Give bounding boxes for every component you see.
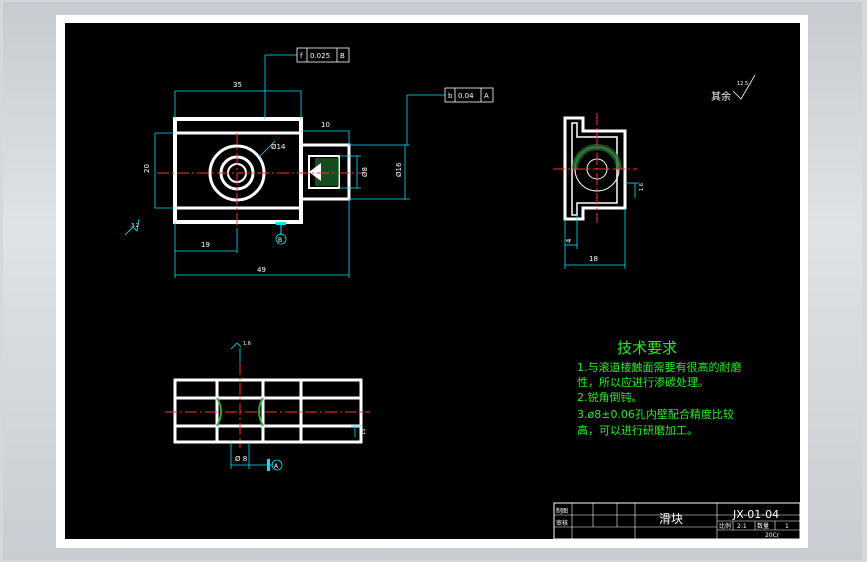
tf2-symbol: b [448,92,453,100]
tech-line-2: 性，所以应进行渗碳处理。 [577,375,709,389]
tolerance-frame-1: f 0.025 B [296,47,350,63]
rest-label: 其余 [711,90,731,103]
tolerance-frame-2: b 0.04 A [444,87,494,103]
tb-material: 20Cr [765,532,780,539]
dim-phi14: Ø14 [271,143,286,151]
dim-phi16: Ø16 [395,162,403,177]
dim-18: 18 [589,255,598,263]
tb-part-name: 滑块 [659,512,683,526]
cad-drawing-canvas[interactable]: 35 10 20 19 49 Ø14 Ø16 Ø8 B 3.2 f 0.025 … [65,23,800,539]
tech-line-4: 3.ø8±0.06孔内壁配合精度比较 [577,407,734,421]
dim-phi8b: Ø 8 [235,455,247,463]
tech-line-1: 1.与滚道接触面需要有很高的耐磨 [577,360,742,374]
dim-8: Ø8 [361,167,369,177]
top-view: 1.6 Ø 8 15 A [165,341,370,471]
dim-19: 19 [201,241,210,249]
dim-4: 4 [565,238,573,243]
side-view: 18 4 1.6 [553,113,645,269]
roughness-top: 1.6 [243,341,251,347]
datum-a-label: A [274,463,279,470]
tf2-datum: A [484,92,489,100]
title-block: 制图 审核 滑块 JX-01-04 比例 2:1 数量 1 20Cr [553,502,800,539]
tb-draw: 制图 [556,507,568,515]
datum-b-label: B [278,237,282,244]
tb-check: 审核 [556,519,568,527]
tf1-symbol: f [300,52,303,60]
tech-requirements: 技术要求 1.与滚道接触面需要有很高的耐磨 性，所以应进行渗碳处理。 2.锐角倒… [577,339,742,437]
tf1-value: 0.025 [310,52,330,60]
tf2-value: 0.04 [458,92,474,100]
tb-ratio-label: 比例 [719,522,731,530]
dim-20: 20 [143,164,151,173]
roughness-side: 1.6 [639,183,645,191]
tech-line-5: 高，可以进行研磨加工。 [577,423,698,437]
tech-line-3: 2.锐角倒钝。 [577,390,643,404]
dim-10: 10 [321,121,330,129]
roughness-rest: 其余 12.5 [711,74,756,103]
dim-35: 35 [233,81,242,89]
tb-ratio: 2:1 [737,523,747,530]
tb-qty-label: 数量 [757,522,769,530]
rest-value: 12.5 [737,81,748,87]
tb-drawing-number: JX-01-04 [732,508,779,521]
roughness-front: 3.2 [131,223,139,229]
dim-15: 15 [361,429,367,435]
tb-qty: 1 [785,523,789,530]
tech-title: 技术要求 [617,339,677,357]
dim-49: 49 [257,266,266,274]
front-view: 35 10 20 19 49 Ø14 Ø16 Ø8 B 3.2 [124,54,445,278]
tf1-datum: B [340,52,345,60]
